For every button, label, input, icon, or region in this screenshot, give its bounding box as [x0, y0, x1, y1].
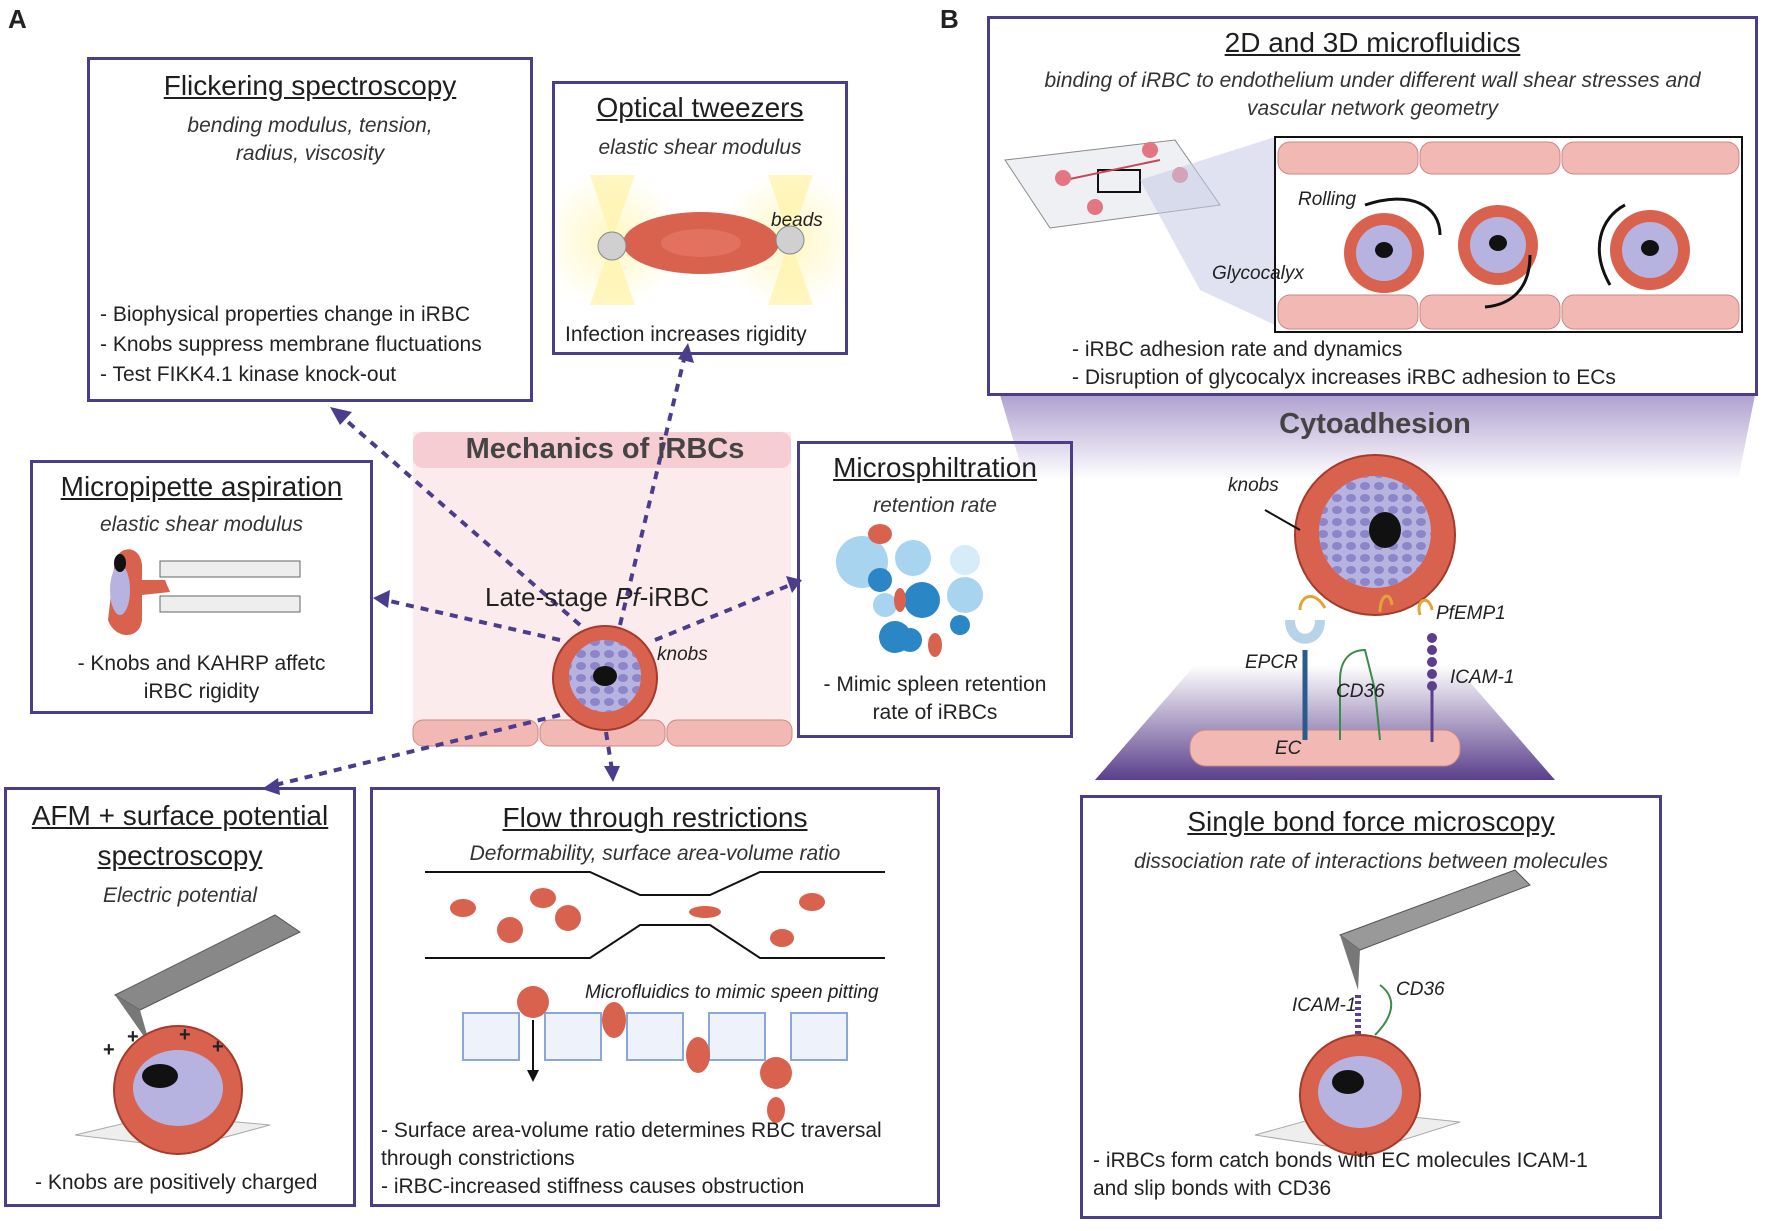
flow-title: Flow through restrictions — [502, 802, 808, 833]
ec-label: EC — [1275, 738, 1302, 759]
epcr-label: EPCR — [1245, 652, 1298, 673]
microsphiltration-bullet-2: rate of iRBCs — [872, 701, 998, 724]
afm-title-2: spectroscopy — [97, 840, 263, 871]
bond-icam1-label: ICAM-1 — [1292, 995, 1357, 1016]
cyto-knobs-label: knobs — [1228, 475, 1279, 496]
center-cell-italic: Pf — [615, 582, 640, 612]
afm-sub: Electric potential — [102, 884, 258, 907]
flow-bullet-2: through constrictions — [381, 1147, 575, 1170]
spheres — [836, 524, 983, 657]
panel-b-label: B — [940, 4, 959, 34]
tweezers-bullet: Infection increases rigidity — [565, 323, 807, 346]
microsphiltration-bullet-1: - Mimic spleen retention — [823, 673, 1047, 696]
icam1-label: ICAM-1 — [1450, 667, 1515, 688]
bond-sub: dissociation rate of interactions betwee… — [1134, 850, 1608, 873]
flickering-box: Flickering spectroscopy bending modulus,… — [87, 57, 533, 402]
microfluidics-bullet-2: - Disruption of glycocalyx increases iRB… — [1072, 366, 1616, 389]
plus-4: + — [212, 1036, 224, 1058]
flickering-bullet-3: - Test FIKK4.1 kinase knock-out — [100, 363, 397, 386]
flow-sub: Deformability, surface area-volume ratio — [469, 842, 841, 865]
bond-cd36-label: CD36 — [1396, 979, 1445, 1000]
flickering-bullet-1: - Biophysical properties change in iRBC — [100, 303, 471, 326]
flow-bullet-1: - Surface area-volume ratio determines R… — [381, 1119, 882, 1142]
plus-1: + — [103, 1039, 115, 1061]
pipette-title: Micropipette aspiration — [60, 471, 343, 502]
microsphiltration-title: Microsphiltration — [833, 452, 1037, 483]
plus-3: + — [179, 1024, 191, 1046]
afm-title-1: AFM + surface potential — [31, 800, 329, 831]
flow-box: Flow through restrictions Deformability,… — [370, 787, 940, 1207]
flickering-title: Flickering spectroscopy — [163, 70, 457, 101]
center-cell-prefix: Late-stage — [485, 582, 616, 612]
bond-bullet-2: and slip bonds with CD36 — [1093, 1177, 1332, 1200]
center-cell-suffix: -iRBC — [639, 582, 710, 612]
panel-a-label: A — [8, 4, 27, 34]
microfluidics-title: 2D and 3D microfluidics — [1224, 27, 1521, 58]
rolling-label: Rolling — [1298, 189, 1357, 210]
tweezers-sub: elastic shear modulus — [598, 136, 802, 159]
pipette-sub: elastic shear modulus — [99, 513, 304, 536]
flickering-bullet-2: - Knobs suppress membrane fluctuations — [100, 333, 482, 356]
afm-box: AFM + surface potential spectroscopy Ele… — [4, 787, 356, 1207]
dashed-arrows — [274, 354, 791, 787]
afm-bullet: - Knobs are positively charged — [35, 1171, 318, 1194]
tweezers-title: Optical tweezers — [596, 92, 804, 123]
flickering-sub-2: radius, viscosity — [235, 142, 385, 165]
center-knobs-label: knobs — [657, 644, 708, 665]
center-title: Mechanics of iRBCs — [465, 433, 745, 465]
cyto-cell — [1294, 454, 1456, 616]
tweezers-box: Optical tweezers elastic shear modulus b… — [552, 81, 848, 355]
pfemp1-label: PfEMP1 — [1436, 603, 1506, 624]
pipette-bullet-2: iRBC rigidity — [143, 680, 260, 703]
glycocalyx-label: Glycocalyx — [1212, 263, 1304, 284]
plus-2: + — [127, 1026, 139, 1048]
cytoadhesion-title: Cytoadhesion — [1279, 408, 1471, 440]
microsphiltration-box: Microsphiltration retention rate - Mimic… — [797, 441, 1073, 738]
center-cell-label: Late-stage Pf-iRBC — [485, 582, 709, 613]
microfluidics-box: 2D and 3D microfluidics binding of iRBC … — [987, 16, 1758, 396]
pipette-bullet-1: - Knobs and KAHRP affetc — [77, 652, 326, 675]
bond-bullet-1: - iRBCs form catch bonds with EC molecul… — [1093, 1149, 1588, 1172]
arrowheads — [262, 343, 802, 795]
pipette-box: Micropipette aspiration elastic shear mo… — [30, 460, 373, 714]
cd36-label: CD36 — [1336, 681, 1385, 702]
microsphiltration-sub: retention rate — [873, 494, 997, 517]
beads-label: beads — [771, 210, 823, 231]
microfluidics-sub-2: vascular network geometry — [1247, 97, 1498, 120]
bond-title: Single bond force microscopy — [1187, 806, 1555, 837]
rolling-cells — [1344, 205, 1690, 293]
flow-bullet-3: - iRBC-increased stiffness causes obstru… — [381, 1175, 805, 1198]
center-irbc — [552, 625, 658, 731]
bond-box: Single bond force microscopy dissociatio… — [1080, 795, 1662, 1219]
microfluidics-sub-1: binding of iRBC to endothelium under dif… — [1044, 69, 1701, 92]
flickering-sub-1: bending modulus, tension, — [187, 114, 433, 137]
flow-micro-label: Microfluidics to mimic speen pitting — [585, 982, 879, 1003]
microfluidics-bullet-1: - iRBC adhesion rate and dynamics — [1072, 338, 1403, 361]
